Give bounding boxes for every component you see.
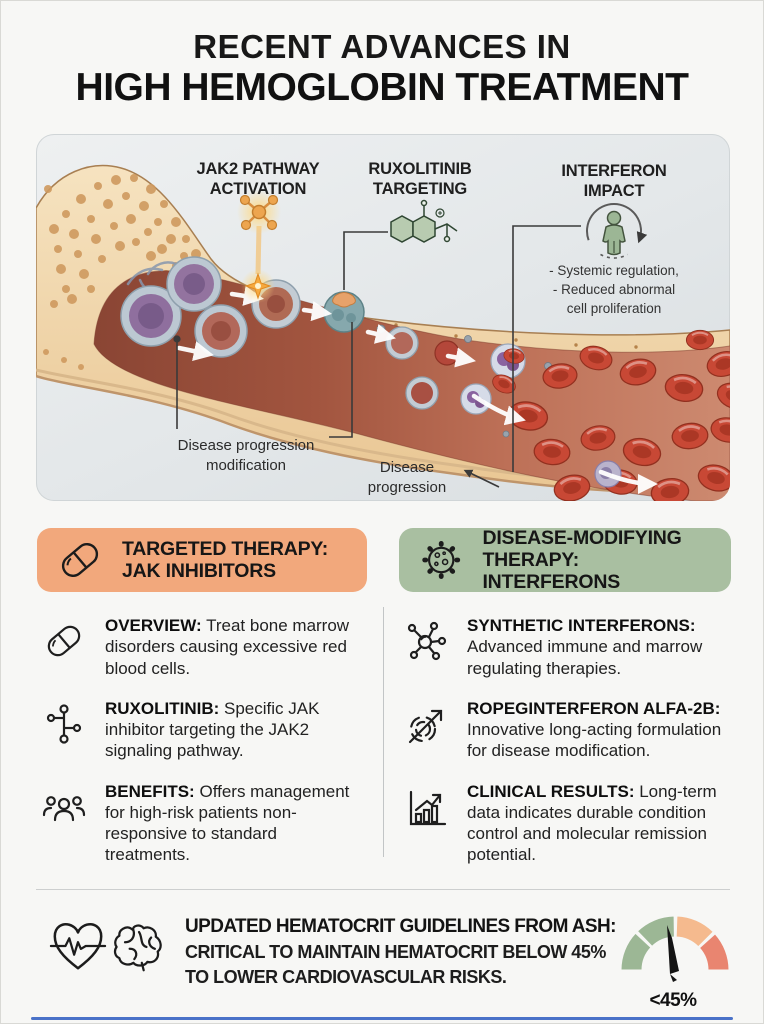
gauge-segment-3 <box>675 915 714 948</box>
item-body: Innovative long-acting formulation for d… <box>467 720 722 761</box>
activation-spark-icon <box>241 269 275 303</box>
drug-bound-cell <box>323 291 365 333</box>
heart-ecg-icon <box>49 915 107 982</box>
interferon-person-icon <box>586 203 648 259</box>
interferons-header: DISEASE-MODIFYING THERAPY: INTERFERONS <box>399 526 731 594</box>
item-body: Long-term data indicates durable conditi… <box>467 781 717 865</box>
item-label: SYNTHETIC INTERFERONS: <box>467 616 696 635</box>
trend-arrow-icon <box>408 709 443 743</box>
title-line1: RECENT ADVANCES IN <box>193 28 571 65</box>
benefits-item: BENEFITS: Offers management for high-ris… <box>37 781 371 866</box>
ruxolitinib-item: RUXOLITINIB: Specific JAK inhibitor targ… <box>37 698 371 762</box>
bone-marrow-vessel-scene: JAK2 PATHWAY ACTIVATION RUXOLITINIB TARG… <box>36 160 730 501</box>
virus-cell-icon <box>422 541 461 579</box>
item-body: Treat bone marrow disorders causing exce… <box>105 616 350 678</box>
jak-inhibitors-header-text: TARGETED THERAPY: JAK INHIBITORS <box>122 537 329 582</box>
item-label: RUXOLITINIB: <box>105 698 220 718</box>
clinical-results-item: CLINICAL RESULTS: Long-term data indicat… <box>399 781 733 866</box>
synthetic-interferons-item: SYNTHETIC INTERFERONS: Advanced immune a… <box>399 615 733 679</box>
ruxolitinib-label-line2: TARGETING <box>373 180 467 198</box>
jak2-label-line1: JAK2 PATHWAY <box>197 160 320 178</box>
disease-progression-label-line1: Disease <box>380 459 434 476</box>
item-label: CLINICAL RESULTS: <box>467 781 635 801</box>
molecule-icon <box>46 704 82 744</box>
bone-marrow-illustration: JAK2 PATHWAY ACTIVATION RUXOLITINIB TARG… <box>36 134 730 501</box>
item-body: Specific JAK inhibitor targeting the JAK… <box>105 698 320 761</box>
interferon-bullet-3: cell proliferation <box>567 301 662 316</box>
interferon-bullet-1: - Systemic regulation, <box>549 263 679 278</box>
column-divider <box>383 607 384 857</box>
gauge-value-label: <45% <box>649 990 697 1011</box>
jak-inhibitors-header: TARGETED THERAPY: JAK INHIBITORS <box>37 528 367 592</box>
bottom-accent-line <box>31 1017 733 1020</box>
interferon-bullet-2: - Reduced abnormal <box>553 282 675 297</box>
pill-icon <box>47 625 81 657</box>
guidelines-line2: CRITICAL TO MAINTAIN HEMATOCRIT BELOW 45… <box>185 942 606 962</box>
disease-progression-label-line2: progression <box>368 479 446 496</box>
interferon-label-line1: INTERFERON <box>561 162 666 180</box>
ruxolitinib-label-line1: RUXOLITINIB <box>368 160 471 178</box>
item-label: OVERVIEW: <box>105 616 202 635</box>
bar-chart-icon <box>409 790 447 825</box>
title-line2: HIGH HEMOGLOBIN TREATMENT <box>75 65 689 109</box>
gauge-segment-4 <box>698 933 730 971</box>
item-body: Offers management for high-risk patients… <box>105 781 350 865</box>
guidelines-line3: TO LOWER CARDIOVASCULAR RISKS. <box>185 967 507 987</box>
disease-progression-modification-label-line2: modification <box>206 457 286 474</box>
disease-progression-modification-label-line1: Disease progression <box>178 437 315 454</box>
ruxolitinib-structure-icon <box>390 199 458 243</box>
jak-inhibitors-column: OVERVIEW: Treat bone marrow disorders ca… <box>37 615 371 885</box>
overview-item: OVERVIEW: Treat bone marrow disorders ca… <box>37 615 371 679</box>
gauge-segment-2 <box>636 915 675 948</box>
gauge-segment-1 <box>620 932 652 971</box>
item-label: BENEFITS: <box>105 781 195 801</box>
pill-icon <box>61 543 99 577</box>
item-body: Advanced immune and marrow regulating th… <box>467 637 703 678</box>
people-icon <box>42 795 86 821</box>
interferon-molecule-icon <box>407 621 447 661</box>
spongy-bone-texture <box>43 174 201 370</box>
interferon-label-line2: IMPACT <box>584 182 645 200</box>
page-title: RECENT ADVANCES IN HIGH HEMOGLOBIN TREAT… <box>1 28 763 110</box>
interferons-column: SYNTHETIC INTERFERONS: Advanced immune a… <box>399 615 733 885</box>
jak2-label-line2: ACTIVATION <box>210 180 306 198</box>
hematocrit-gauge: <45% <box>615 907 737 1023</box>
guidelines-headline: UPDATED HEMATOCRIT GUIDELINES FROM ASH: <box>185 916 616 937</box>
annotation-lines <box>173 225 581 488</box>
gauge-needle <box>667 925 679 974</box>
gauge-needle-tail <box>670 974 677 982</box>
ropeginterferon-item: ROPEGINTERFERON ALFA-2B: Innovative long… <box>399 698 733 762</box>
item-label: ROPEGINTERFERON ALFA-2B: <box>467 698 721 718</box>
jak2-molecule-icon <box>237 190 281 275</box>
hematocrit-guidelines: UPDATED HEMATOCRIT GUIDELINES FROM ASH: … <box>185 916 627 988</box>
footer-divider <box>36 889 730 890</box>
interferons-header-text: DISEASE-MODIFYING THERAPY: INTERFERONS <box>482 526 682 594</box>
brain-icon <box>111 917 167 980</box>
